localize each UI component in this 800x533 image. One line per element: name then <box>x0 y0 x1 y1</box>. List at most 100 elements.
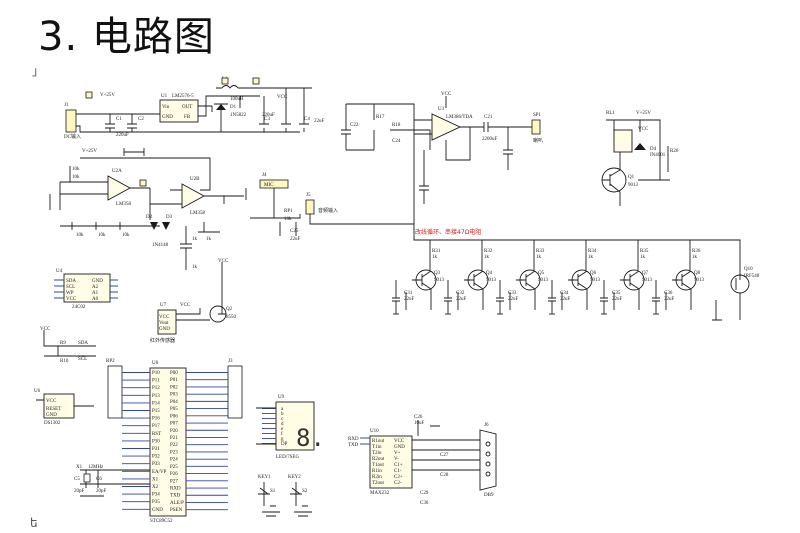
relay-q1-ref: Q1 <box>628 175 635 180</box>
max232-pins: R1outT1inT2inR2outT1outR1inR2inT2outVCCG… <box>372 439 405 486</box>
relay-section: RL1 V+25V VCC D4 IN4001 Q1 9013 R26 <box>601 111 679 206</box>
mcu-left-pin-9: P30 <box>152 439 160 444</box>
driver-r36-val: 1k <box>692 255 698 260</box>
serial-c26: C26 <box>414 415 423 420</box>
ir-q2-part: 8550 <box>226 315 237 320</box>
serial-c28: C28 <box>440 473 449 478</box>
mic-ref: J4 <box>262 173 267 178</box>
mcu-left-pins: P10P11P12P13P14P15P16P17RSTP30P31P32P33E… <box>122 371 167 513</box>
driver-r31-ref: R31 <box>432 249 441 254</box>
mcu-right-pins: P00P01P02P03P04P05P06P07P20P21P22P23P24P… <box>170 371 228 513</box>
mcu-left-pin-15: X2 <box>152 485 159 490</box>
opamp-u3 <box>431 113 462 141</box>
mcu-left-pin-3: P13 <box>152 394 160 399</box>
serial-c29: C29 <box>420 491 429 496</box>
seg-pin-6: g <box>281 437 284 442</box>
driver-c34-val: 22uF <box>560 297 571 302</box>
max232-pin-1: T1in <box>372 445 382 450</box>
driver-c33-val: 22uF <box>508 297 519 302</box>
mcu-left-pin-4: P14 <box>152 401 160 406</box>
eeprom-section: SDA SCL WP VCC GND A2 A1 A0 24C02 U4 <box>54 269 118 310</box>
max232-pin-9: GND <box>394 445 405 450</box>
speaker-ref: SP1 <box>533 113 542 118</box>
max232-pin-6: R2in <box>372 475 382 480</box>
crystal-x1 <box>83 473 91 483</box>
ir-pin-gnd: GND <box>159 327 170 332</box>
mcu-left-pin-5: P15 <box>152 409 160 414</box>
serial-c26-val: 10uF <box>414 421 425 426</box>
filter-r8-val: 1k <box>192 265 198 270</box>
relay-r26-ref: R26 <box>670 149 679 154</box>
opamp-u3-part: LM386/TDA <box>446 115 473 120</box>
mcu-right-pin-3: P03 <box>170 393 178 398</box>
ir-pin-vout: Vout <box>159 321 169 326</box>
max232-pin-7: T2out <box>372 481 385 486</box>
opamp-u2b <box>181 183 205 209</box>
mcu-right-pin-13: P25 <box>170 465 178 470</box>
pullup-r10: R10 <box>60 359 69 364</box>
mcu-left-pin-16: P34 <box>152 493 160 498</box>
ir-q2-ref: Q2 <box>226 307 233 312</box>
mcu-right-pin-7: P07 <box>170 422 178 427</box>
relay-vin: V+25V <box>636 111 651 116</box>
filter-r1-val: 10k <box>72 167 80 172</box>
eeprom-pin-sda: SDA <box>66 279 76 284</box>
max232-pin-2: T2in <box>372 451 382 456</box>
filter-r4-val: 10k <box>98 233 106 238</box>
driver-q5-part: 9013 <box>538 278 549 283</box>
display-digit: 8. <box>296 424 325 452</box>
cap-c4-ref: C4 <box>304 117 310 122</box>
mcu-left-pin-10: P31 <box>152 447 160 452</box>
driver-q7-ref: Q7 <box>642 271 649 276</box>
driver-r32-val: 1k <box>484 255 490 260</box>
amp-c24-ref: C24 <box>392 139 401 144</box>
power-testpoint-3 <box>252 77 260 85</box>
regulator-u1 <box>159 99 199 123</box>
mcu-section: RP2 U8 STC89C52 P10P11P12P13P14P15P16P17… <box>74 359 243 524</box>
driver-c32-ref: C32 <box>456 291 465 296</box>
amp-vcc: VCC <box>441 92 452 97</box>
driver-q7-part: 9013 <box>642 278 653 283</box>
driver-c36-ref: C36 <box>664 291 673 296</box>
mcu-left-pin-8: RST <box>152 432 161 437</box>
filter-diode-d2 <box>150 222 158 230</box>
led-driver-section: Q39013R311kC3122uFQ49013R321kC3222uFQ590… <box>392 186 760 321</box>
max232-pin-12: C1+ <box>394 463 403 468</box>
filter-diode-d3 <box>162 222 170 230</box>
relay-diode-d4 <box>634 143 646 150</box>
eeprom-ref: U4 <box>56 269 63 274</box>
mcu-left-pin-2: P12 <box>152 386 160 391</box>
opamp-u2b-part: LM358 <box>190 211 206 216</box>
crystal-ref: X1 <box>76 465 83 470</box>
opamp-u3-ref: U3 <box>438 107 445 112</box>
driver-c35-val: 22uF <box>612 297 623 302</box>
mcu-right-pin-15: P27 <box>170 479 178 484</box>
driver-q3-ref: Q3 <box>434 271 441 276</box>
driver-r34-val: 1k <box>588 255 594 260</box>
power-supply-section: J1 DC输入 V+25V C1 220uF C2 U1 LM2576-5 Vi… <box>64 77 325 140</box>
db9-ref: J6 <box>484 423 489 428</box>
max232-u10 <box>369 435 413 489</box>
red-annotation: 改线循环、串接47Ω电阻 <box>415 228 481 236</box>
pullup-scl: SCL <box>78 357 87 362</box>
speaker-connector <box>531 119 541 135</box>
seg-pin-4: e <box>281 427 284 432</box>
driver-c31-ref: C31 <box>404 291 413 296</box>
diode-d1-ref: D1 <box>230 105 237 110</box>
opamp-u2b-ref: U2B <box>190 177 200 182</box>
max232-pin-4: T1out <box>372 463 385 468</box>
max232-pin-14: C2+ <box>394 475 403 480</box>
max232-pin-3: R2out <box>372 457 385 462</box>
eeprom-pin-a0: A0 <box>92 297 99 302</box>
relay-ref: RL1 <box>606 111 615 116</box>
pullup-vcc: VCC <box>40 327 51 332</box>
seg-pin-1: b <box>281 412 284 417</box>
filter-testpoint <box>139 179 147 187</box>
filter-r2-val: 10k <box>72 175 80 180</box>
mic-input-section: J4 MIC J5 音频输入 RP1 10k C25 22uF <box>224 173 414 242</box>
mcu-left-pin-0: P10 <box>152 371 160 376</box>
button-s1: S1 <box>270 489 276 494</box>
